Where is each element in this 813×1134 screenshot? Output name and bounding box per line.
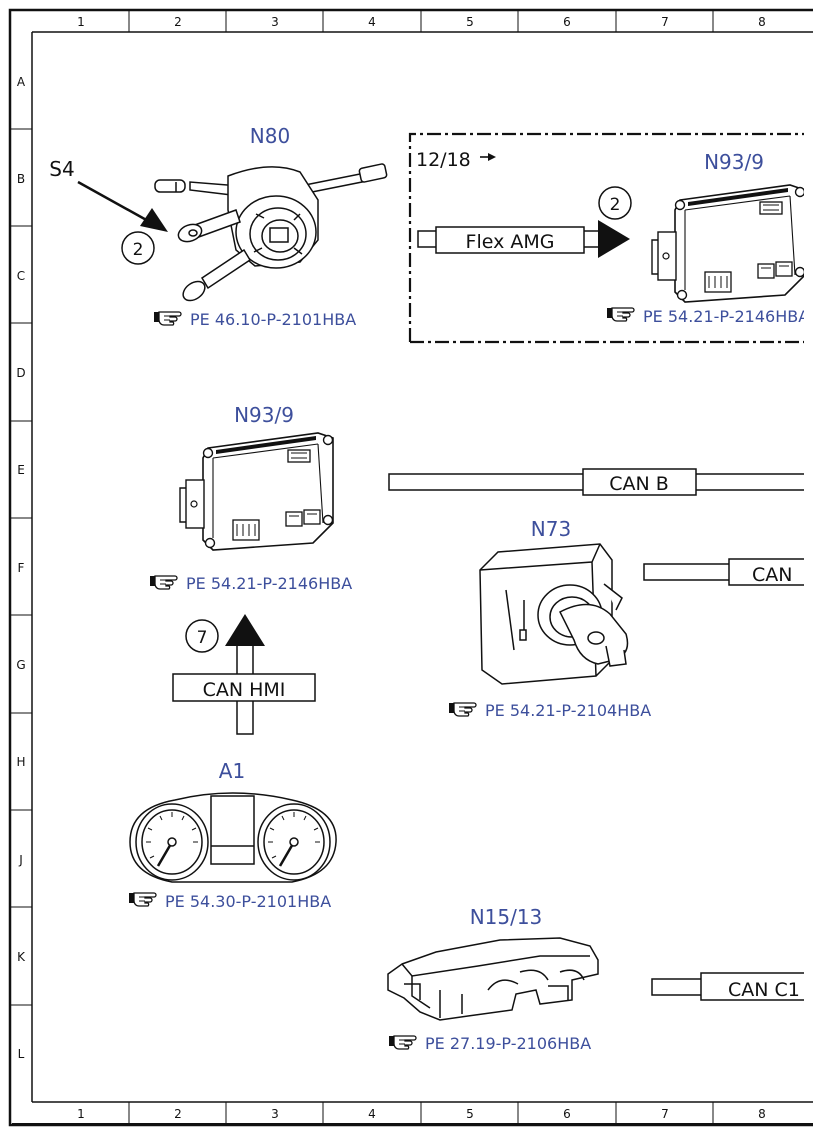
n15-13-reference-link[interactable]: PE 27.19-P-2106HBA <box>425 1034 591 1053</box>
can-hmi-bus: CAN HMI 7 <box>172 614 316 735</box>
step-marker-number: 7 <box>197 628 208 648</box>
col-label-top: 5 <box>466 15 474 29</box>
col-label-bottom: 1 <box>77 1107 85 1121</box>
step-marker-circle <box>185 619 219 653</box>
can-n73-bus-box <box>728 558 804 586</box>
n93-9-mid-reference-link[interactable]: PE 54.21-P-2146HBA <box>186 574 352 593</box>
flex-amg-bus-label: Flex AMG <box>466 231 555 253</box>
flex-amg-group: 12/18 Flex AMG 2 N93/9 PE 54.21-P-2146HB… <box>408 132 809 344</box>
n93-9-top-reference-link[interactable]: PE 54.21-P-2146HBA <box>643 307 809 326</box>
n73-label: N73 <box>531 517 571 541</box>
pointing-hand-icon <box>606 307 635 322</box>
row-label: J <box>18 853 23 867</box>
can-c1-bus: CAN C1 <box>651 972 804 1001</box>
s4-pointer-arrowhead <box>140 208 168 232</box>
s4-pointer-line <box>77 180 151 224</box>
n73-reference-link[interactable]: PE 54.21-P-2104HBA <box>485 701 651 720</box>
pointing-hand-icon <box>149 575 178 590</box>
flex-amg-bus-box <box>435 226 585 254</box>
row-label: C <box>17 269 25 283</box>
a1-component: A1 PE 54.30-P-2101HBA <box>128 759 337 911</box>
can-c1-bus-label: CAN C1 <box>728 979 800 1001</box>
n93-9-mid-component: N93/9 PE 54.21-P-2146HBA <box>149 403 352 593</box>
can-b-bus: CAN B <box>388 468 804 496</box>
row-label: K <box>17 950 26 964</box>
step-marker-number: 2 <box>610 195 621 215</box>
can-b-bus-box <box>582 468 697 496</box>
col-label-bottom: 4 <box>368 1107 376 1121</box>
col-label-bottom: 3 <box>271 1107 279 1121</box>
sheet-reference[interactable]: 12/18 <box>416 149 471 171</box>
can-hmi-bus-label: CAN HMI <box>203 679 286 701</box>
row-label: B <box>17 172 25 186</box>
control-module-drawing <box>387 937 599 1021</box>
sheet-reference-arrowhead <box>488 153 496 161</box>
step-marker-circle <box>121 231 155 265</box>
n80-reference-link[interactable]: PE 46.10-P-2101HBA <box>190 310 356 329</box>
n93-9-mid-module-drawing <box>179 432 334 551</box>
a1-label: A1 <box>219 759 245 783</box>
col-label-top: 1 <box>77 15 85 29</box>
row-label: H <box>16 755 25 769</box>
col-label-top: 2 <box>174 15 182 29</box>
pointing-hand-icon <box>388 1035 417 1050</box>
col-label-top: 8 <box>758 15 766 29</box>
row-label: A <box>17 75 26 89</box>
can-c1-bus-box <box>700 972 804 1001</box>
can-n73-bus: CAN <box>643 558 804 586</box>
col-label-bottom: 7 <box>661 1107 669 1121</box>
col-label-bottom: 6 <box>563 1107 571 1121</box>
n93-9-top-label: N93/9 <box>704 150 764 174</box>
pointing-hand-icon <box>448 702 477 717</box>
pointing-hand-icon <box>128 892 157 907</box>
s4-label: S4 <box>49 157 74 181</box>
row-label: E <box>17 463 25 477</box>
steering-column-switch-drawing <box>154 163 388 302</box>
col-label-top: 4 <box>368 15 376 29</box>
can-b-bus-label: CAN B <box>609 473 669 495</box>
n93-9-top-module-drawing <box>651 184 804 303</box>
ignition-switch-drawing <box>479 543 629 685</box>
can-hmi-bus-box <box>172 673 316 702</box>
dash-dot-boundary <box>408 132 804 342</box>
row-label: G <box>16 658 25 672</box>
col-label-bottom: 5 <box>466 1107 474 1121</box>
n80-component: N80 S4 2 <box>49 124 388 329</box>
flex-amg-bus-arrowhead <box>598 220 630 258</box>
n15-13-component: N15/13 PE 27.19-P-2106HBA <box>387 905 599 1053</box>
step-marker-circle <box>598 186 632 220</box>
can-hmi-bus-arrowhead <box>225 614 265 646</box>
n73-component: N73 PE 54.21-P-2104HBA <box>448 517 651 720</box>
col-label-top: 6 <box>563 15 571 29</box>
col-label-top: 7 <box>661 15 669 29</box>
instrument-cluster-drawing <box>129 792 337 883</box>
can-n73-bus-label: CAN <box>752 564 792 586</box>
sheet-frame: 1 2 3 4 5 6 7 8 1 2 3 4 5 6 7 8 A B C D … <box>8 8 813 1127</box>
row-label: F <box>18 561 25 575</box>
row-label: D <box>16 366 25 380</box>
col-label-top: 3 <box>271 15 279 29</box>
row-label: L <box>18 1047 25 1061</box>
n15-13-label: N15/13 <box>470 905 543 929</box>
pointing-hand-icon <box>153 311 182 326</box>
n80-label: N80 <box>250 124 290 148</box>
a1-reference-link[interactable]: PE 54.30-P-2101HBA <box>165 892 331 911</box>
step-marker-number: 2 <box>133 240 144 260</box>
col-label-bottom: 8 <box>758 1107 766 1121</box>
col-label-bottom: 2 <box>174 1107 182 1121</box>
n93-9-mid-label: N93/9 <box>234 403 294 427</box>
